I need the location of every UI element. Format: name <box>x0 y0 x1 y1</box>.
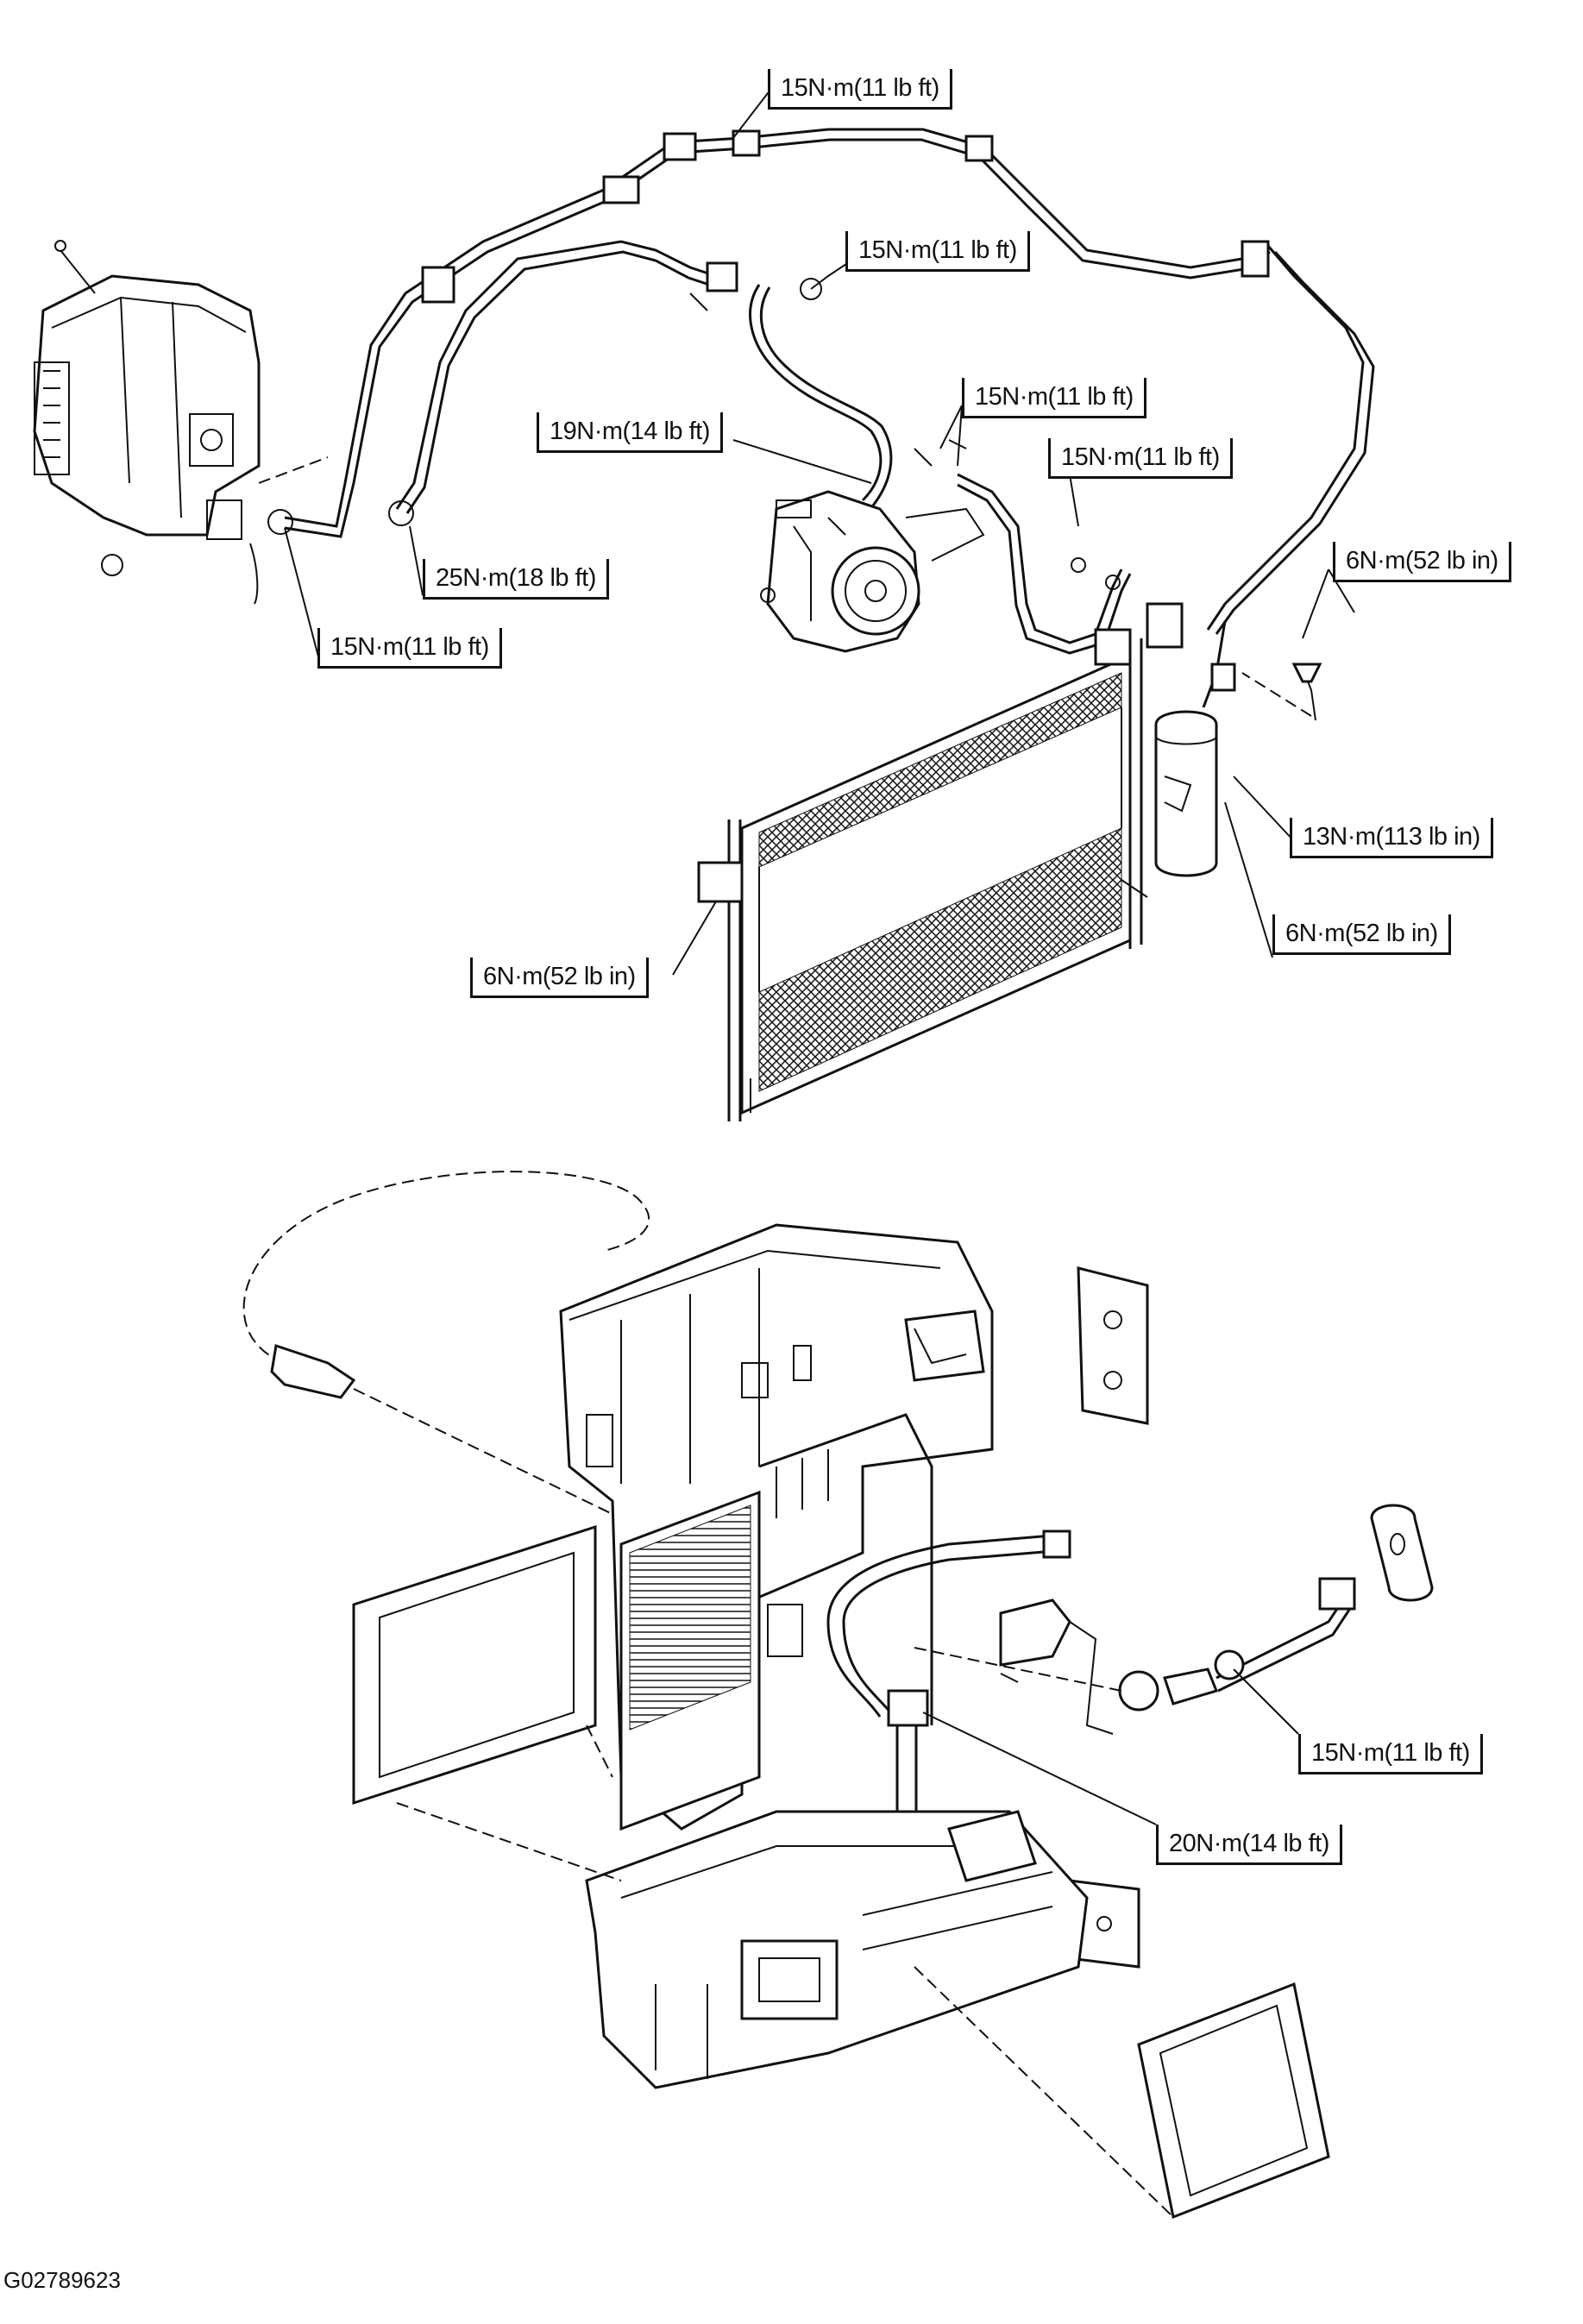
lower-case <box>585 1810 1089 2089</box>
guide-lines-lower <box>396 1647 1174 2218</box>
thermistor-wire <box>242 1171 650 1519</box>
torque-label-liquid-line: 15N·m(11 lb ft) <box>317 628 502 669</box>
leader-lines-lower <box>922 1668 1299 1825</box>
leader-lines-upper <box>284 81 1355 976</box>
torque-label-drier-mount: 6N·m(52 lb in) <box>1272 914 1451 955</box>
hvac-unit-upper <box>33 240 329 605</box>
torque-label-top-line: 15N·m(11 lb ft) <box>768 69 952 110</box>
torque-label-drier-bracket: 6N·m(52 lb in) <box>1333 542 1511 582</box>
receiver-drier <box>1154 620 1322 877</box>
gaskets <box>1068 1266 1149 1969</box>
torque-label-compressor-hose: 15N·m(11 lb ft) <box>845 231 1030 272</box>
torque-label-drier-fitting: 13N·m(113 lb in) <box>1290 818 1493 858</box>
torque-label-condenser-mount: 6N·m(52 lb in) <box>470 958 649 998</box>
torque-label-expansion-valve: 15N·m(11 lb ft) <box>1298 1734 1483 1774</box>
filter-frames <box>352 1524 1330 2220</box>
ac-compressor <box>760 490 985 653</box>
torque-label-compressor-mount: 19N·m(14 lb ft) <box>537 412 723 453</box>
expansion-valve <box>999 1504 1434 1735</box>
torque-label-suction-line: 25N·m(18 lb ft) <box>423 559 609 600</box>
torque-label-evaporator-pipe: 20N·m(14 lb ft) <box>1156 1825 1342 1865</box>
torque-label-compressor-bolt: 15N·m(11 lb ft) <box>962 378 1146 418</box>
figure-id: G02789623 <box>3 2267 121 2293</box>
condenser <box>697 602 1184 1121</box>
evaporator-core <box>619 1413 933 1831</box>
refrigerant-lines-upper <box>267 128 1375 655</box>
torque-label-discharge-line: 15N·m(11 lb ft) <box>1048 438 1233 479</box>
